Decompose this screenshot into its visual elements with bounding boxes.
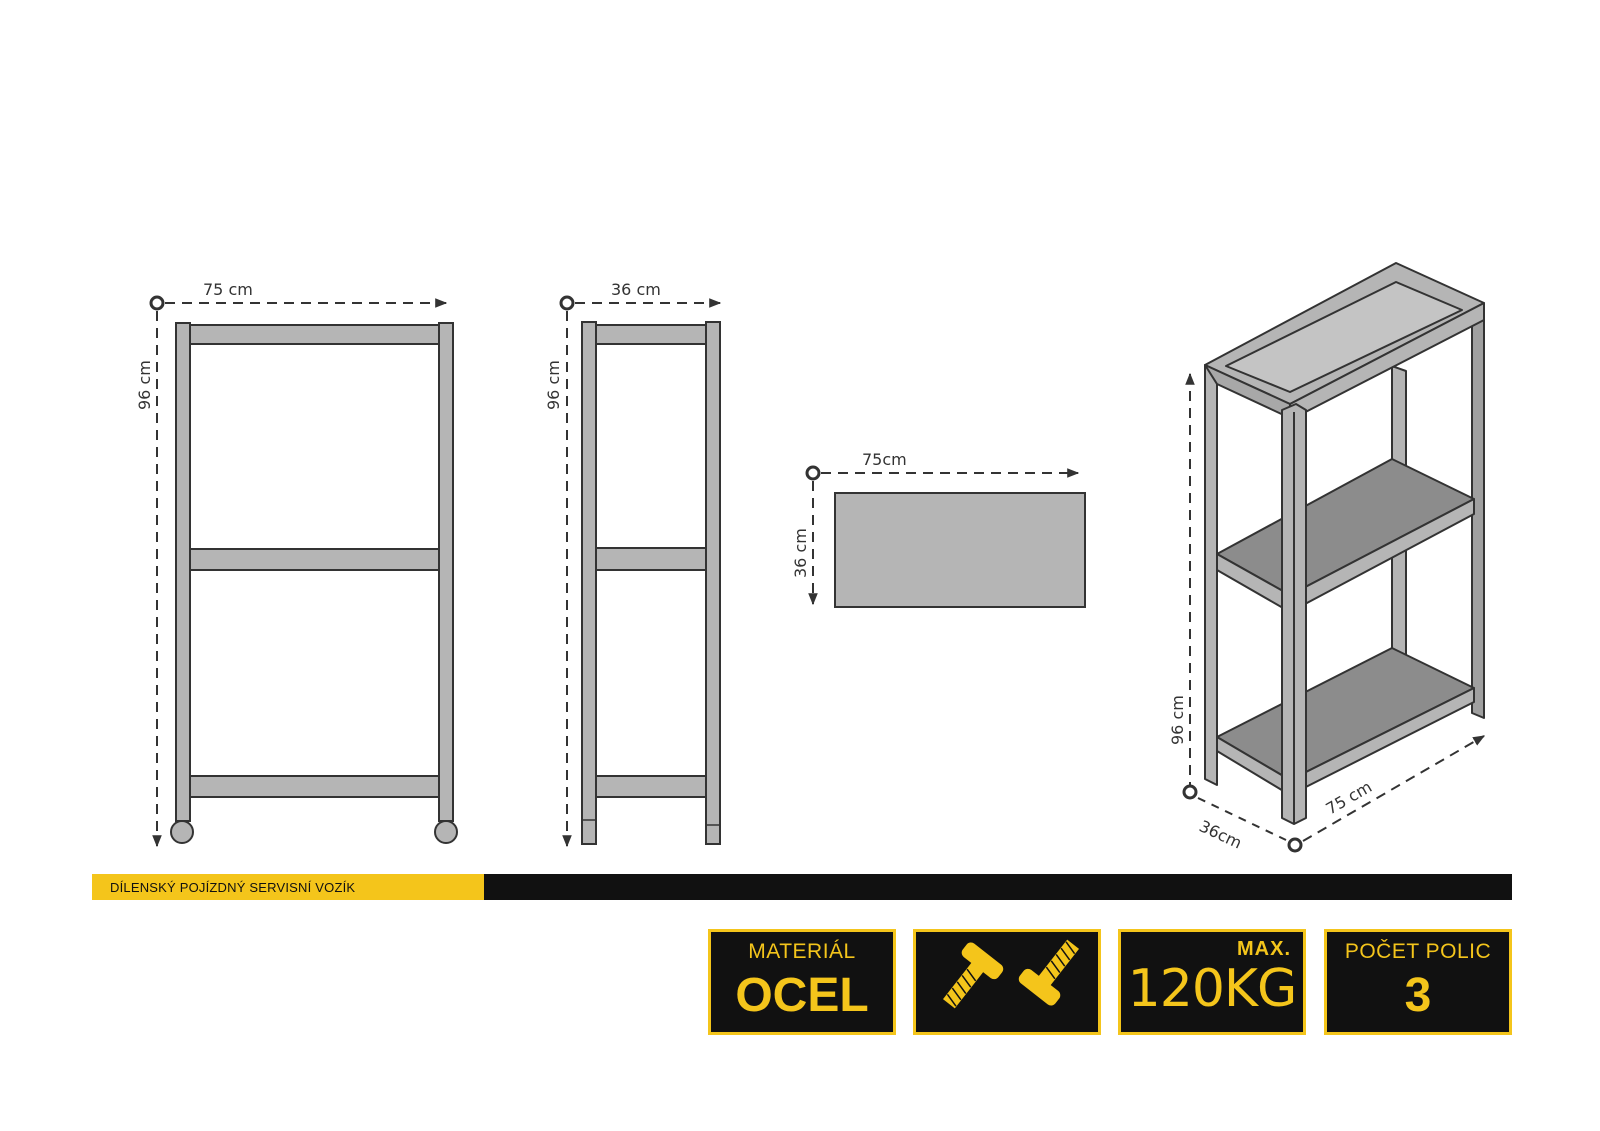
front-view: 75 cm 96 cm bbox=[135, 280, 458, 848]
material-value: OCEL bbox=[735, 969, 869, 1022]
max-value: 120KG bbox=[1127, 959, 1298, 1019]
shelves-label: POČET POLIC bbox=[1344, 940, 1492, 963]
top-view: 75cm 36 cm bbox=[791, 450, 1086, 608]
screws-icon bbox=[942, 939, 1080, 1009]
shelves-badge: POČET POLIC 3 bbox=[1324, 929, 1512, 1035]
side-view: 36 cm 96 cm bbox=[544, 280, 722, 848]
top-depth-label: 36 cm bbox=[791, 528, 810, 578]
banner-accent: DÍLENSKÝ POJÍZDNÝ SERVISNÍ VOZÍK bbox=[92, 874, 484, 900]
iso-height-label: 96 cm bbox=[1168, 695, 1187, 745]
product-title: DÍLENSKÝ POJÍZDNÝ SERVISNÍ VOZÍK bbox=[110, 880, 356, 895]
top-width-label: 75cm bbox=[862, 450, 907, 469]
iso-depth-label: 36cm bbox=[1196, 816, 1245, 852]
max-load-badge: MAX. 120KG bbox=[1118, 929, 1306, 1035]
material-badge: MATERIÁL OCEL bbox=[708, 929, 896, 1035]
screws-badge bbox=[913, 929, 1101, 1035]
front-height-label: 96 cm bbox=[135, 360, 154, 410]
iso-width-label: 75 cm bbox=[1323, 777, 1376, 818]
material-label: MATERIÁL bbox=[748, 940, 856, 963]
side-depth-label: 36 cm bbox=[611, 280, 661, 299]
front-width-label: 75 cm bbox=[203, 280, 253, 299]
side-height-label: 96 cm bbox=[544, 360, 563, 410]
isometric-view bbox=[1182, 262, 1486, 853]
title-banner: DÍLENSKÝ POJÍZDNÝ SERVISNÍ VOZÍK bbox=[92, 874, 1512, 900]
max-label: MAX. bbox=[1237, 938, 1291, 960]
shelves-value: 3 bbox=[1404, 969, 1432, 1022]
